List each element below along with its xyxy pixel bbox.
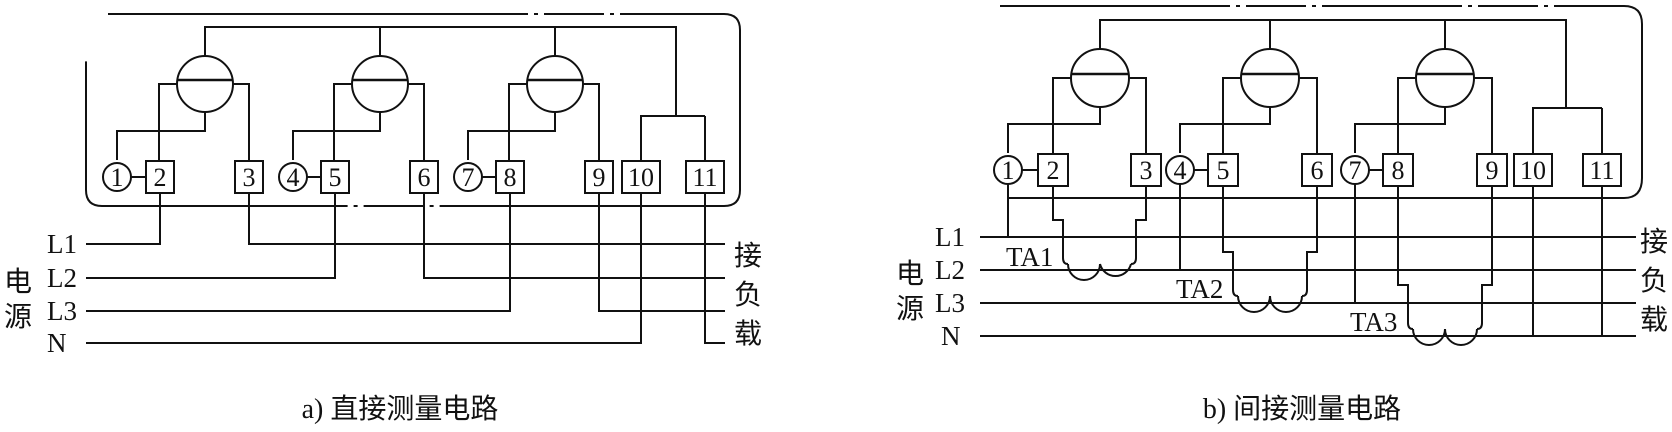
terminal-label: 10 — [628, 163, 654, 192]
load-label: 接 — [734, 240, 762, 272]
ct-label-ta1: TA1 — [1006, 242, 1053, 272]
line-label-l2: L2 — [47, 263, 77, 293]
external-wiring-a — [86, 193, 725, 344]
source-label: 电 — [4, 266, 32, 298]
internal-wiring-b — [1007, 19, 1603, 171]
current-transformer-ta2 — [1222, 186, 1318, 313]
source-label: 源 — [4, 302, 32, 333]
meter-enclosure-b — [979, 5, 1643, 199]
load-label: 负 — [1640, 265, 1668, 297]
terminal-label: 5 — [1217, 156, 1230, 185]
load-label: 接 — [1640, 226, 1668, 258]
terminal-label: 2 — [154, 163, 167, 192]
measuring-element-1a — [176, 55, 234, 113]
terminal-label: 11 — [1589, 156, 1614, 185]
voltage-taps-b — [1007, 184, 1636, 337]
measuring-element-3b — [1415, 48, 1475, 108]
current-transformer-ta1 — [1052, 186, 1147, 281]
load-label: 载 — [734, 318, 762, 350]
line-label-l1: L1 — [935, 222, 965, 252]
ct-label-ta2: TA2 — [1176, 274, 1223, 304]
terminal-1a — [102, 162, 132, 192]
load-label: 载 — [1640, 304, 1668, 336]
measuring-element-1b — [1070, 48, 1130, 108]
source-label: 电 — [896, 258, 924, 290]
terminal-label: 5 — [329, 163, 342, 192]
terminal-label: 3 — [1140, 156, 1153, 185]
terminal-block-b: 1 2 3 4 5 6 7 8 9 10 11 — [993, 153, 1622, 187]
terminal-label: 6 — [1311, 156, 1324, 185]
terminal-label: 4 — [287, 163, 300, 192]
meter-enclosure-a — [85, 13, 741, 207]
terminal-label: 1 — [111, 163, 124, 192]
terminal-label: 6 — [418, 163, 431, 192]
measuring-element-2b — [1240, 48, 1300, 108]
caption-a: a) 直接测量电路 — [302, 393, 499, 425]
terminal-4a — [278, 162, 308, 192]
terminal-label: 1 — [1002, 156, 1015, 185]
caption-b: b) 间接测量电路 — [1203, 393, 1401, 425]
load-label: 负 — [734, 279, 762, 311]
terminal-label: 3 — [243, 163, 256, 192]
terminal-label: 8 — [504, 163, 517, 192]
terminal-block-a: 1 2 3 4 5 6 7 8 9 10 11 — [102, 160, 725, 194]
ct-label-ta3: TA3 — [1350, 307, 1397, 337]
diagram-b: 1 2 3 4 5 6 7 8 9 10 11 — [896, 5, 1668, 425]
line-label-l3: L3 — [935, 288, 965, 318]
measuring-element-3a — [526, 55, 584, 113]
terminal-label: 2 — [1047, 156, 1060, 185]
terminal-7a — [453, 162, 483, 192]
terminal-label: 8 — [1392, 156, 1405, 185]
terminal-label: 9 — [1486, 156, 1499, 185]
terminal-label: 7 — [462, 163, 475, 192]
terminal-label: 4 — [1174, 156, 1187, 185]
line-label-n: N — [941, 321, 961, 351]
current-transformer-ta3 — [1397, 186, 1493, 346]
line-label-n: N — [47, 328, 67, 358]
line-label-l3: L3 — [47, 296, 77, 326]
diagram-a: 1 2 3 4 5 6 7 8 9 10 11 L1 L2 L3 N 电 — [4, 13, 762, 425]
line-label-l2: L2 — [935, 255, 965, 285]
terminal-label: 10 — [1520, 156, 1546, 185]
internal-wiring-a — [116, 26, 706, 178]
terminal-label: 11 — [692, 163, 717, 192]
source-label: 源 — [896, 294, 924, 325]
line-label-l1: L1 — [47, 229, 77, 259]
measuring-element-2a — [351, 55, 409, 113]
terminal-label: 9 — [593, 163, 606, 192]
terminal-label: 7 — [1349, 156, 1362, 185]
